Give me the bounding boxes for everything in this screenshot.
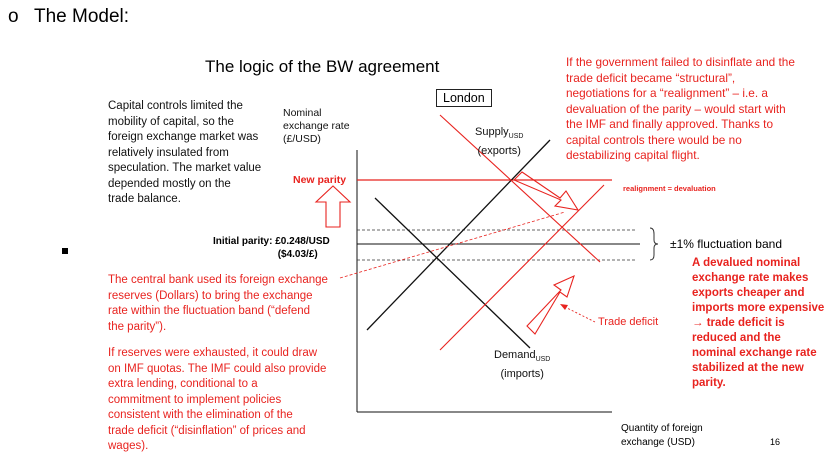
trade-deficit-arrowhead-icon <box>560 304 568 310</box>
demand-label: DemandUSD (imports) <box>494 349 551 381</box>
central-bank-text: The central bank used its foreign exchan… <box>108 274 328 333</box>
heading-text: The Model: <box>34 6 130 27</box>
page-number: 16 <box>770 437 781 447</box>
devaluation-up-arrow-icon <box>314 185 352 228</box>
trade-deficit-pointer <box>562 305 596 323</box>
band-brace-icon <box>649 227 659 261</box>
shifted-demand-curve <box>439 114 601 263</box>
supply-label: SupplyUSD (exports) <box>475 126 524 158</box>
shifted-supply-curve <box>439 184 605 351</box>
market-label-box: London <box>436 89 492 107</box>
government-text: If the government failed to disinflate a… <box>566 55 795 162</box>
supply-shift-arrow-icon <box>526 274 575 335</box>
heading-bullet: o <box>8 6 19 27</box>
demand-curve <box>374 197 531 349</box>
demand-shift-arrow-icon <box>513 171 580 211</box>
reserves-text: If reserves were exhausted, it could dra… <box>108 347 327 452</box>
fluctuation-band-label: ±1% fluctuation band <box>670 237 782 251</box>
y-axis-label: Nominal exchange rate (£/USD) <box>283 107 350 145</box>
new-parity-label: New parity <box>293 174 347 186</box>
trade-deficit-label: Trade deficit <box>598 316 659 328</box>
x-axis-label: Quantity of foreign exchange (USD) <box>621 423 703 448</box>
defend-parity-pointer <box>339 211 566 279</box>
initial-parity-label: Initial parity: £0.248/USD ($4.03/£) <box>213 236 330 260</box>
diagram-title: The logic of the BW agreement <box>205 57 440 76</box>
square-bullet-icon <box>62 248 68 254</box>
capital-controls-text: Capital controls limited the mobility of… <box>108 100 262 205</box>
realignment-label: realignment = devaluation <box>623 184 716 193</box>
supply-curve <box>366 139 551 331</box>
slide-heading: o The Model: <box>8 6 129 28</box>
devalued-text: A devalued nominal exchange rate makes e… <box>692 257 825 389</box>
